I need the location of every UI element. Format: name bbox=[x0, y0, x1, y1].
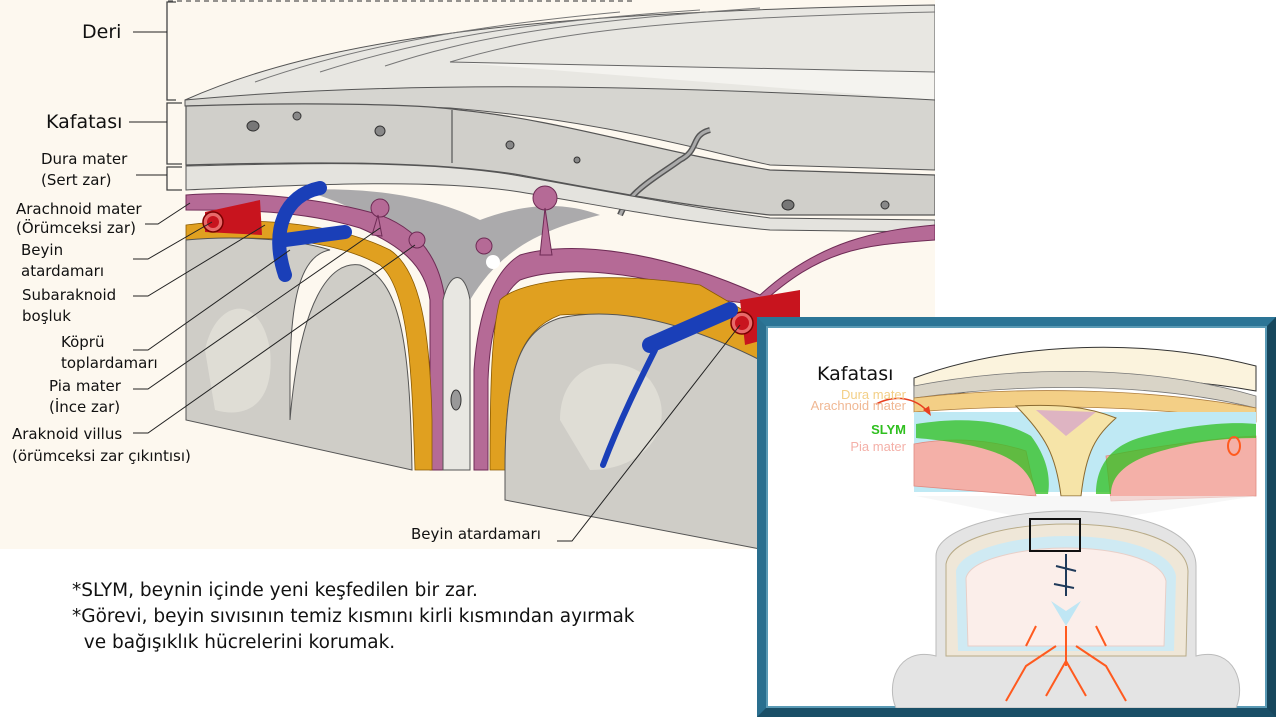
inset-label-arachnoid-mater: Arachnoid mater bbox=[810, 398, 906, 413]
label-bridging-vein-2: toplardamarı bbox=[61, 354, 158, 372]
midline-vessel bbox=[450, 389, 462, 411]
inset-slym-left bbox=[916, 420, 1049, 494]
note-line-3: ve bağışıklık hücrelerini korumak. bbox=[72, 632, 396, 653]
slym-illustration bbox=[875, 346, 1257, 708]
meninges-illustration bbox=[129, 0, 935, 549]
inset-arteries bbox=[1005, 625, 1127, 702]
inset-brain bbox=[965, 547, 1167, 647]
inset-label-skull: Kafatası bbox=[817, 363, 894, 385]
inset-falx bbox=[1014, 404, 1117, 497]
note-line-2: *Görevi, beyin sıvısının temiz kısmını k… bbox=[72, 606, 635, 627]
label-pia-mater: Pia mater bbox=[49, 377, 121, 395]
meninges-diagram: Deri Kafatası Dura mater (Sert zar) Arac… bbox=[0, 0, 935, 549]
label-cerebral-artery-1: Beyin bbox=[21, 241, 64, 259]
inset-label-slym: SLYM bbox=[871, 422, 906, 437]
inset-midline-fissure bbox=[1053, 554, 1077, 596]
label-dura-mater-tr: (Sert zar) bbox=[41, 171, 112, 189]
inset-slym-right bbox=[1096, 423, 1256, 494]
falx bbox=[442, 277, 471, 471]
label-subarachnoid-2: boşluk bbox=[22, 307, 71, 325]
slym-arrow bbox=[875, 397, 929, 413]
arachnoid-villi bbox=[370, 185, 558, 256]
label-arachnoid-mater: Arachnoid mater bbox=[16, 200, 142, 218]
skin-bracket bbox=[166, 1, 176, 101]
label-cerebral-artery-2: atardamarı bbox=[21, 262, 105, 280]
label-skull: Kafatası bbox=[46, 111, 123, 133]
label-subarachnoid-1: Subaraknoid bbox=[22, 286, 117, 304]
inset-label-dura-mater: Dura mater bbox=[840, 387, 906, 402]
label-pia-mater-tr: (İnce zar) bbox=[49, 398, 121, 416]
inset-label-pia-mater: Pia mater bbox=[850, 439, 906, 454]
bridging-vein-left bbox=[272, 181, 327, 282]
dura-bracket bbox=[166, 166, 182, 191]
inset-vessel-circle bbox=[1227, 436, 1241, 456]
label-arachnoid-villus: Araknoid villus bbox=[12, 425, 123, 443]
slym-inset: Kafatası Dura mater Arachnoid mater SLYM… bbox=[757, 317, 1276, 717]
label-cerebral-artery-bottom: Beyin atardamarı bbox=[411, 525, 541, 543]
label-skin: Deri bbox=[82, 21, 122, 43]
brain-gyrus-left bbox=[185, 237, 413, 471]
note-line-1: *SLYM, beynin içinde yeni keşfedilen bir… bbox=[72, 580, 478, 601]
inset-ventricles bbox=[1051, 601, 1081, 626]
notes: *SLYM, beynin içinde yeni keşfedilen bir… bbox=[72, 578, 635, 656]
label-arachnoid-mater-tr: (Örümceksi zar) bbox=[16, 219, 136, 237]
leader-lines bbox=[129, 31, 741, 542]
label-bridging-vein-1: Köprü bbox=[61, 333, 105, 351]
villus-highlight bbox=[486, 255, 500, 269]
bridging-vein-right bbox=[642, 302, 738, 353]
label-dura-mater: Dura mater bbox=[41, 150, 128, 168]
label-arachnoid-villus-tr: (örümceksi zar çıkıntısı) bbox=[12, 447, 191, 465]
skull-bracket bbox=[166, 102, 182, 165]
skin-layers bbox=[184, 4, 935, 171]
zoom-region-box bbox=[1029, 518, 1081, 552]
